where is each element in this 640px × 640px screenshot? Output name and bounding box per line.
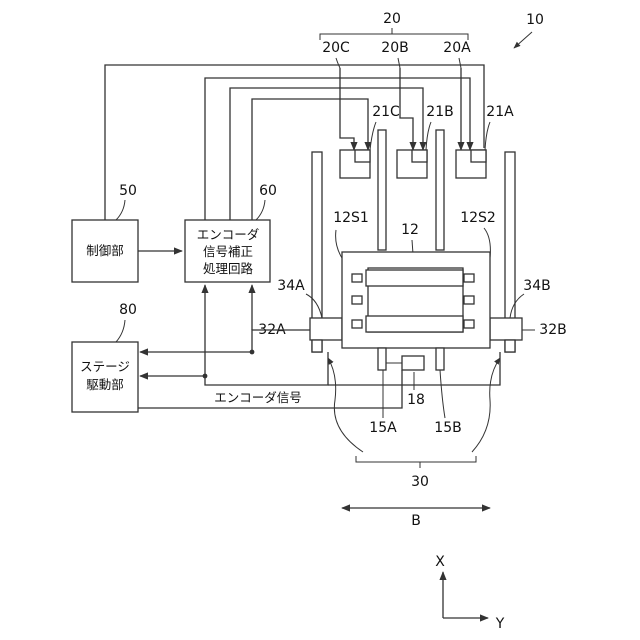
label-axis-y: Y <box>495 616 505 632</box>
label-sensor-b: 20B <box>381 40 408 56</box>
correction-unit-line1: エンコーダ <box>197 227 260 242</box>
leader-control-unit <box>116 200 125 220</box>
scale-right <box>436 348 444 370</box>
label-side-left: 12S1 <box>333 210 369 226</box>
rail-foot-right <box>505 340 515 352</box>
pin-right-2 <box>464 296 474 304</box>
leader-head-c <box>370 122 376 150</box>
scale-left <box>378 348 386 370</box>
leader-sensor-b <box>398 58 400 68</box>
leader-stage-drive <box>116 320 125 342</box>
brace-stage-assembly <box>356 456 476 468</box>
leader-sensor-a <box>459 58 461 68</box>
leader-scale-right <box>440 370 445 418</box>
junction-rail <box>250 350 255 355</box>
sensor-head-b-tip <box>412 150 427 162</box>
label-head-c: 21C <box>372 104 400 120</box>
label-encoder-head: 18 <box>407 392 425 408</box>
label-stage: 12 <box>401 222 419 238</box>
control-unit-label: 制御部 <box>86 243 124 258</box>
label-sensors-group: 20 <box>383 11 401 27</box>
feeder-c <box>340 68 354 150</box>
label-sensor-a: 20A <box>443 40 471 56</box>
pin-right-1 <box>464 274 474 282</box>
sensor-head-a-tip <box>471 150 486 162</box>
pin-right-3 <box>464 320 474 328</box>
signal-stage-to-drive <box>140 352 328 385</box>
leader-head-b <box>426 122 431 150</box>
label-control-unit-num: 50 <box>119 183 137 199</box>
label-rail-right: 32B <box>539 322 566 338</box>
leader-correction-unit <box>256 200 265 220</box>
encoder-signal-label: エンコーダ信号 <box>214 390 302 405</box>
correction-unit-line3: 処理回路 <box>203 261 254 276</box>
label-sensor-c: 20C <box>322 40 350 56</box>
label-scale-left: 15A <box>369 420 397 436</box>
leader-stage-assembly-right <box>472 358 500 452</box>
label-axis-x: X <box>435 554 445 570</box>
label-system: 10 <box>526 12 544 28</box>
correction-unit-line2: 信号補正 <box>203 244 253 259</box>
label-scale-right: 15B <box>434 420 461 436</box>
pin-left-1 <box>352 274 362 282</box>
stage-chip-bottom <box>366 316 463 332</box>
sensor-head-c-tip <box>355 150 370 162</box>
label-head-b: 21B <box>426 104 453 120</box>
system-pointer-arrow <box>514 32 532 48</box>
guide-post-2 <box>436 130 444 250</box>
slider-right <box>490 318 522 340</box>
leader-side-left <box>336 230 342 258</box>
label-slider-right: 34B <box>523 278 550 294</box>
guide-post-1 <box>378 130 386 250</box>
stage-chip-top <box>366 270 463 286</box>
label-direction-b: B <box>411 513 421 529</box>
leader-sensor-c <box>336 58 340 68</box>
feeder-b <box>400 68 413 150</box>
pin-left-3 <box>352 320 362 328</box>
label-head-a: 21A <box>486 104 514 120</box>
label-correction-unit-num: 60 <box>259 183 277 199</box>
brace-sensors <box>320 28 468 40</box>
slider-left <box>310 318 342 340</box>
stage-drive-line2: 駆動部 <box>86 377 124 392</box>
stage-drive-line1: ステージ <box>80 359 130 374</box>
leader-stage-assembly-left <box>328 358 363 452</box>
label-stage-assembly: 30 <box>411 474 429 490</box>
encoder-head <box>402 356 424 370</box>
label-side-right: 12S2 <box>460 210 496 226</box>
rail-foot-left <box>312 340 322 352</box>
leader-head-a <box>485 122 490 150</box>
pin-left-2 <box>352 296 362 304</box>
label-slider-left: 34A <box>277 278 305 294</box>
label-stage-drive-num: 80 <box>119 302 137 318</box>
